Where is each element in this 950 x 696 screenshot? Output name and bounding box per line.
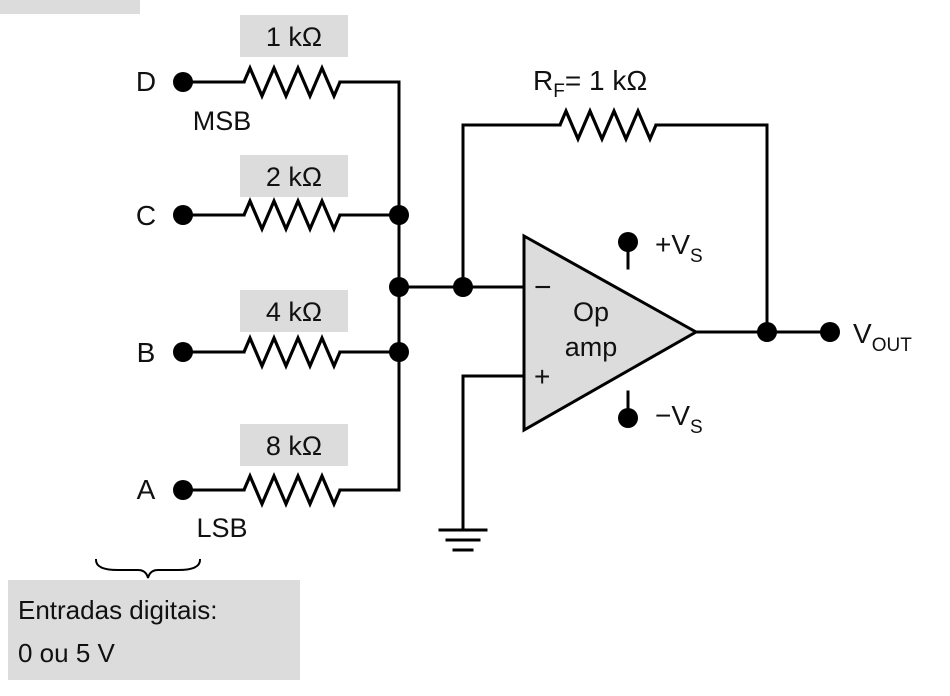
- caption-line-1: Entradas digitais:: [18, 595, 217, 625]
- pos-supply-label: +VS: [655, 229, 703, 267]
- neg-supply-terminal: [618, 408, 638, 428]
- neg-supply-label: −VS: [655, 400, 703, 438]
- msb-label: MSB: [193, 106, 252, 136]
- feedback-wire-right: [654, 123, 769, 334]
- input-b-label: B: [137, 337, 156, 368]
- corner-label-box: [0, 0, 140, 14]
- resistor-b-value: 4 kΩ: [266, 297, 322, 327]
- resistor-d-value: 1 kΩ: [266, 22, 322, 52]
- resistor-a-value: 8 kΩ: [266, 431, 322, 461]
- inputs-brace: [94, 558, 202, 579]
- resistor-d: [242, 63, 342, 101]
- caption-line-2: 0 ou 5 V: [18, 638, 116, 668]
- noninverting-input-sign: +: [534, 361, 550, 392]
- junction-b: [389, 342, 409, 362]
- caption-box: [8, 580, 300, 680]
- resistor-c-value: 2 kΩ: [266, 162, 322, 192]
- resistor-c-label-box: [240, 155, 348, 197]
- feedback-resistor: [558, 106, 658, 144]
- resistor-b-label-box: [240, 290, 348, 332]
- junction-c: [389, 205, 409, 225]
- feedback-label: RF= 1 kΩ: [533, 65, 647, 102]
- output-junction: [757, 322, 777, 342]
- opamp-label-amp: amp: [565, 332, 618, 362]
- output-terminal: [820, 322, 840, 342]
- inverting-input-sign: −: [534, 271, 552, 304]
- output-label: VOUT: [853, 318, 912, 356]
- lsb-label: LSB: [196, 513, 247, 543]
- resistor-d-label-box: [240, 15, 348, 57]
- input-c-label: C: [136, 200, 156, 231]
- input-a-label: A: [137, 474, 156, 505]
- pos-supply-terminal: [618, 232, 638, 252]
- resistor-a: [242, 471, 342, 509]
- resistor-a-label-box: [240, 424, 348, 466]
- input-d-label: D: [136, 66, 156, 97]
- resistor-c: [242, 196, 342, 234]
- opamp-label-op: Op: [573, 297, 609, 327]
- feedback-wire-left: [461, 123, 562, 289]
- resistor-b: [242, 333, 342, 371]
- opamp-symbol: [522, 233, 700, 433]
- ground-wire: [461, 374, 526, 532]
